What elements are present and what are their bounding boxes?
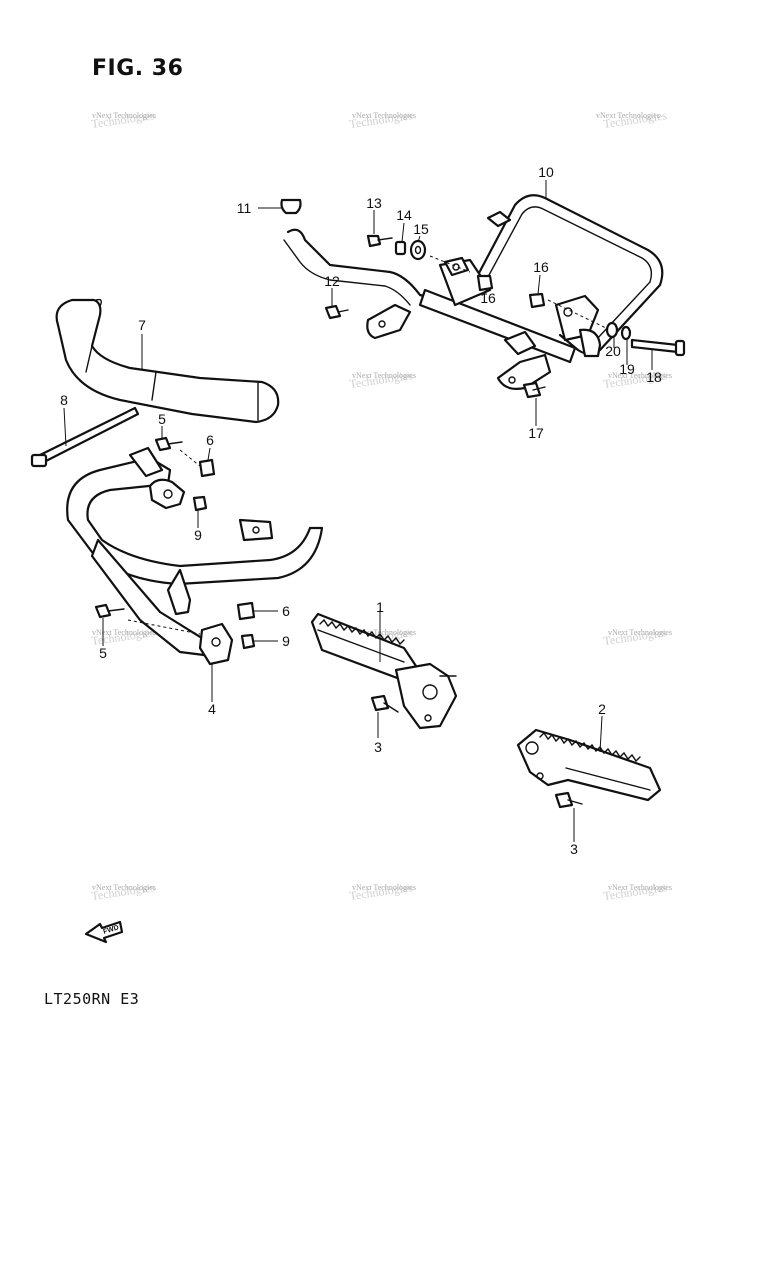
part-10-rear-bracket — [283, 194, 664, 390]
watermark: vNext Technologies — [352, 883, 416, 892]
callout-6: 6 — [282, 603, 290, 619]
callout-3: 3 — [570, 841, 578, 857]
callout-2: 2 — [598, 701, 606, 717]
callout-16: 16 — [480, 290, 496, 306]
leader-lines — [63, 180, 653, 842]
watermark: vNext Technologies — [92, 628, 156, 637]
fwd-label: FWD — [102, 924, 119, 936]
callout-20: 20 — [605, 343, 621, 359]
callout-8: 8 — [60, 392, 68, 408]
watermark: vNext Technologies — [596, 111, 660, 120]
callout-14: 14 — [396, 207, 412, 223]
part-4-front-bumper — [66, 446, 324, 666]
callout-11: 11 — [237, 200, 252, 216]
callout-5: 5 — [158, 411, 166, 427]
model-code: LT250RN E3 — [44, 990, 140, 1008]
callout-17: 17 — [528, 425, 544, 441]
fwd-arrow-icon: FWD — [84, 920, 124, 944]
callout-19: 19 — [619, 361, 635, 377]
part-8-cable-tie — [30, 406, 140, 468]
callout-18: 18 — [646, 369, 662, 385]
part-2-right-footrest — [516, 728, 662, 802]
callout-9: 9 — [282, 633, 290, 649]
callout-15: 15 — [413, 221, 429, 237]
callout-10: 10 — [538, 164, 554, 180]
watermark: vNext Technologies — [608, 883, 672, 892]
part-7-foam-pad — [55, 298, 280, 424]
watermark: vNext Technologies — [608, 371, 672, 380]
callout-9: 9 — [194, 527, 202, 543]
hardware-lower-left — [94, 436, 256, 650]
callout-3: 3 — [374, 739, 382, 755]
figure-title: FIG. 36 — [92, 56, 184, 81]
callout-5: 5 — [99, 645, 107, 661]
callout-12: 12 — [324, 273, 340, 289]
watermark: vNext Technologies — [608, 628, 672, 637]
watermark: vNext Technologies — [92, 111, 156, 120]
part-11-cap — [258, 198, 302, 215]
callout-4: 4 — [208, 701, 216, 717]
watermark: vNext Technologies — [92, 883, 156, 892]
part-3-bolts — [370, 694, 583, 809]
callout-1: 1 — [376, 599, 384, 615]
callout-16: 16 — [533, 259, 549, 275]
watermark: vNext Technologies — [352, 111, 416, 120]
callout-13: 13 — [366, 195, 382, 211]
callout-labels: 1 2 3 3 4 5 5 6 6 7 8 9 9 10 11 12 13 14… — [60, 164, 662, 857]
hardware-upper — [324, 234, 686, 399]
callout-7: 7 — [138, 317, 146, 333]
watermark: vNext Technologies — [352, 371, 416, 380]
part-1-left-footrest — [310, 612, 458, 730]
watermark: vNext Technologies — [352, 628, 416, 637]
callout-6: 6 — [206, 432, 214, 448]
